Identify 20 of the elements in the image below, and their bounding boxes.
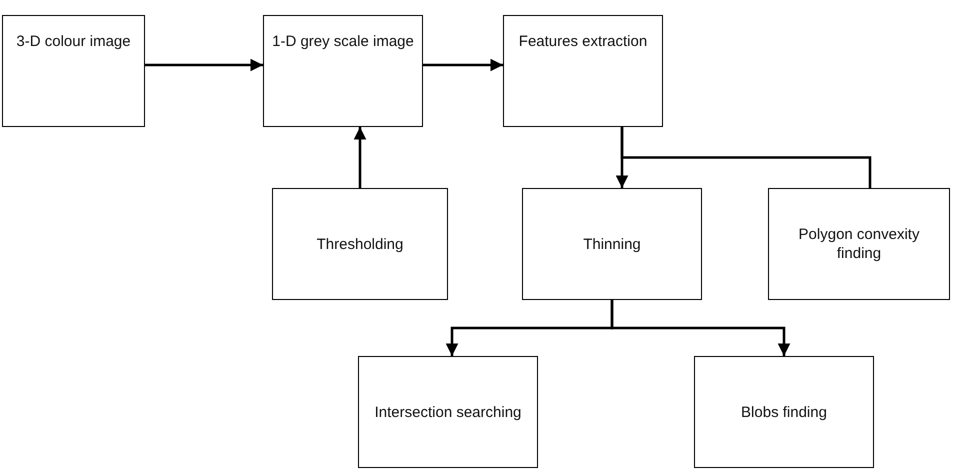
box-label: Thinning: [583, 234, 641, 254]
process-box: [503, 15, 663, 127]
box-label: Intersection searching: [374, 402, 522, 422]
box-label: Polygon convexity finding: [798, 225, 920, 263]
arrow: [610, 300, 790, 356]
box-label: 1-D grey scale image: [272, 32, 414, 51]
process-box: [358, 356, 538, 468]
process-box: [272, 188, 448, 300]
box-label: Blobs finding: [741, 402, 827, 422]
box-label: 3-D colour image: [16, 32, 131, 51]
process-box: [768, 188, 950, 300]
box-label: Thresholding: [316, 234, 404, 254]
arrow: [354, 127, 366, 188]
arrow: [423, 58, 503, 72]
process-box: [263, 15, 423, 127]
arrow: [145, 58, 263, 72]
box-label: Features extraction: [518, 32, 648, 51]
process-box: [694, 356, 874, 468]
process-box: [522, 188, 702, 300]
process-box: [2, 15, 145, 127]
